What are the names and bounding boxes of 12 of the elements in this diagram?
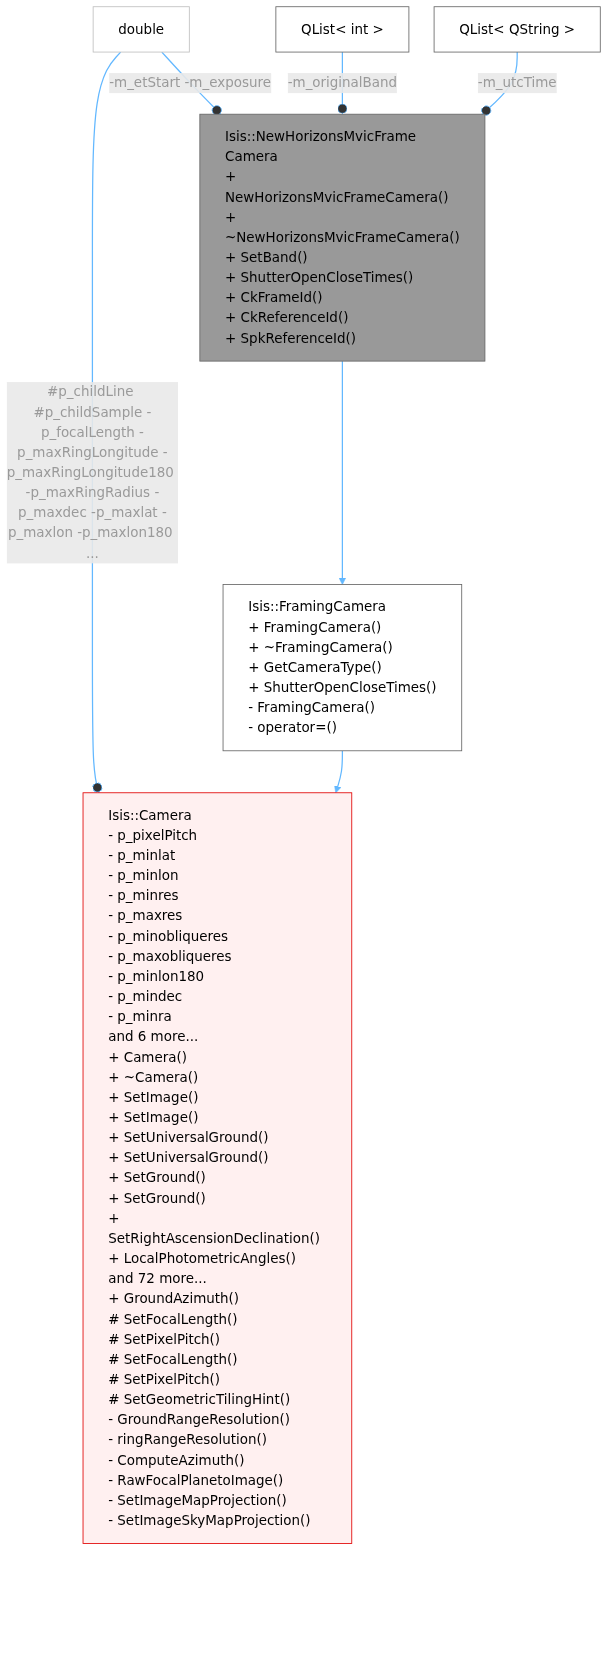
node-box: Isis::FramingCamera + FramingCamera() + ~FramingCamera() + GetCameraType() + ShutterOpenCloseTimes() - FramingCamera() - operator=() bbox=[222, 584, 463, 752]
arrow bbox=[338, 360, 347, 585]
node-box: QList< QString > bbox=[433, 6, 601, 53]
edge-label: -m_etStart -m_exposure bbox=[109, 74, 271, 91]
arrow bbox=[334, 750, 343, 794]
node-box: Isis::Camera - p_pixelPitch - p_minlat - p_minlon - p_minres - p_maxres - p_minobliqueres - p_maxobliqueres - p_minlon180 - p_mindec - p_minra and 6 more... + Camera() + ~Camera() + SetImage() + SetImage() + SetUniversalGround() + SetUniversalGround() + SetGround() + SetGround() + SetRightAscensionDeclination() + LocalPhotometricAngles() and 72 more... + GroundAzimuth() # SetFocalLength() # SetPixelPitch() # SetFocalLength() # SetPixelPitch() # SetGeometricTilingHint() - GroundRangeResolution() - ringRangeResolution() - ComputeAzimuth() - RawFocalPlanetoImage() - SetImageMapProjection() - SetImageSkyMapProjection() bbox=[82, 792, 353, 1544]
node-box: double bbox=[92, 6, 190, 53]
edge-label: -m_utcTime bbox=[477, 74, 557, 91]
node-box: Isis::NewHorizonsMvicFrame Camera + NewHorizonsMvicFrameCamera() + ~NewHorizonsMvicFrameCamera() + SetBand() + ShutterOpenCloseTimes() + CkFrameId() + CkReferenceId() + SpkReferenceId() bbox=[199, 113, 486, 362]
edge-label: -m_originalBand bbox=[287, 74, 398, 91]
node-box: QList< int > bbox=[275, 6, 410, 53]
edge-label: #p_childLine #p_childSample -p_focalLength -p_maxRingLongitude -p_maxRingLongitude180 -p_maxRingRadius -p_maxdec -p_maxlat -p_maxlon -p_maxlon180 ... bbox=[6, 383, 174, 561]
